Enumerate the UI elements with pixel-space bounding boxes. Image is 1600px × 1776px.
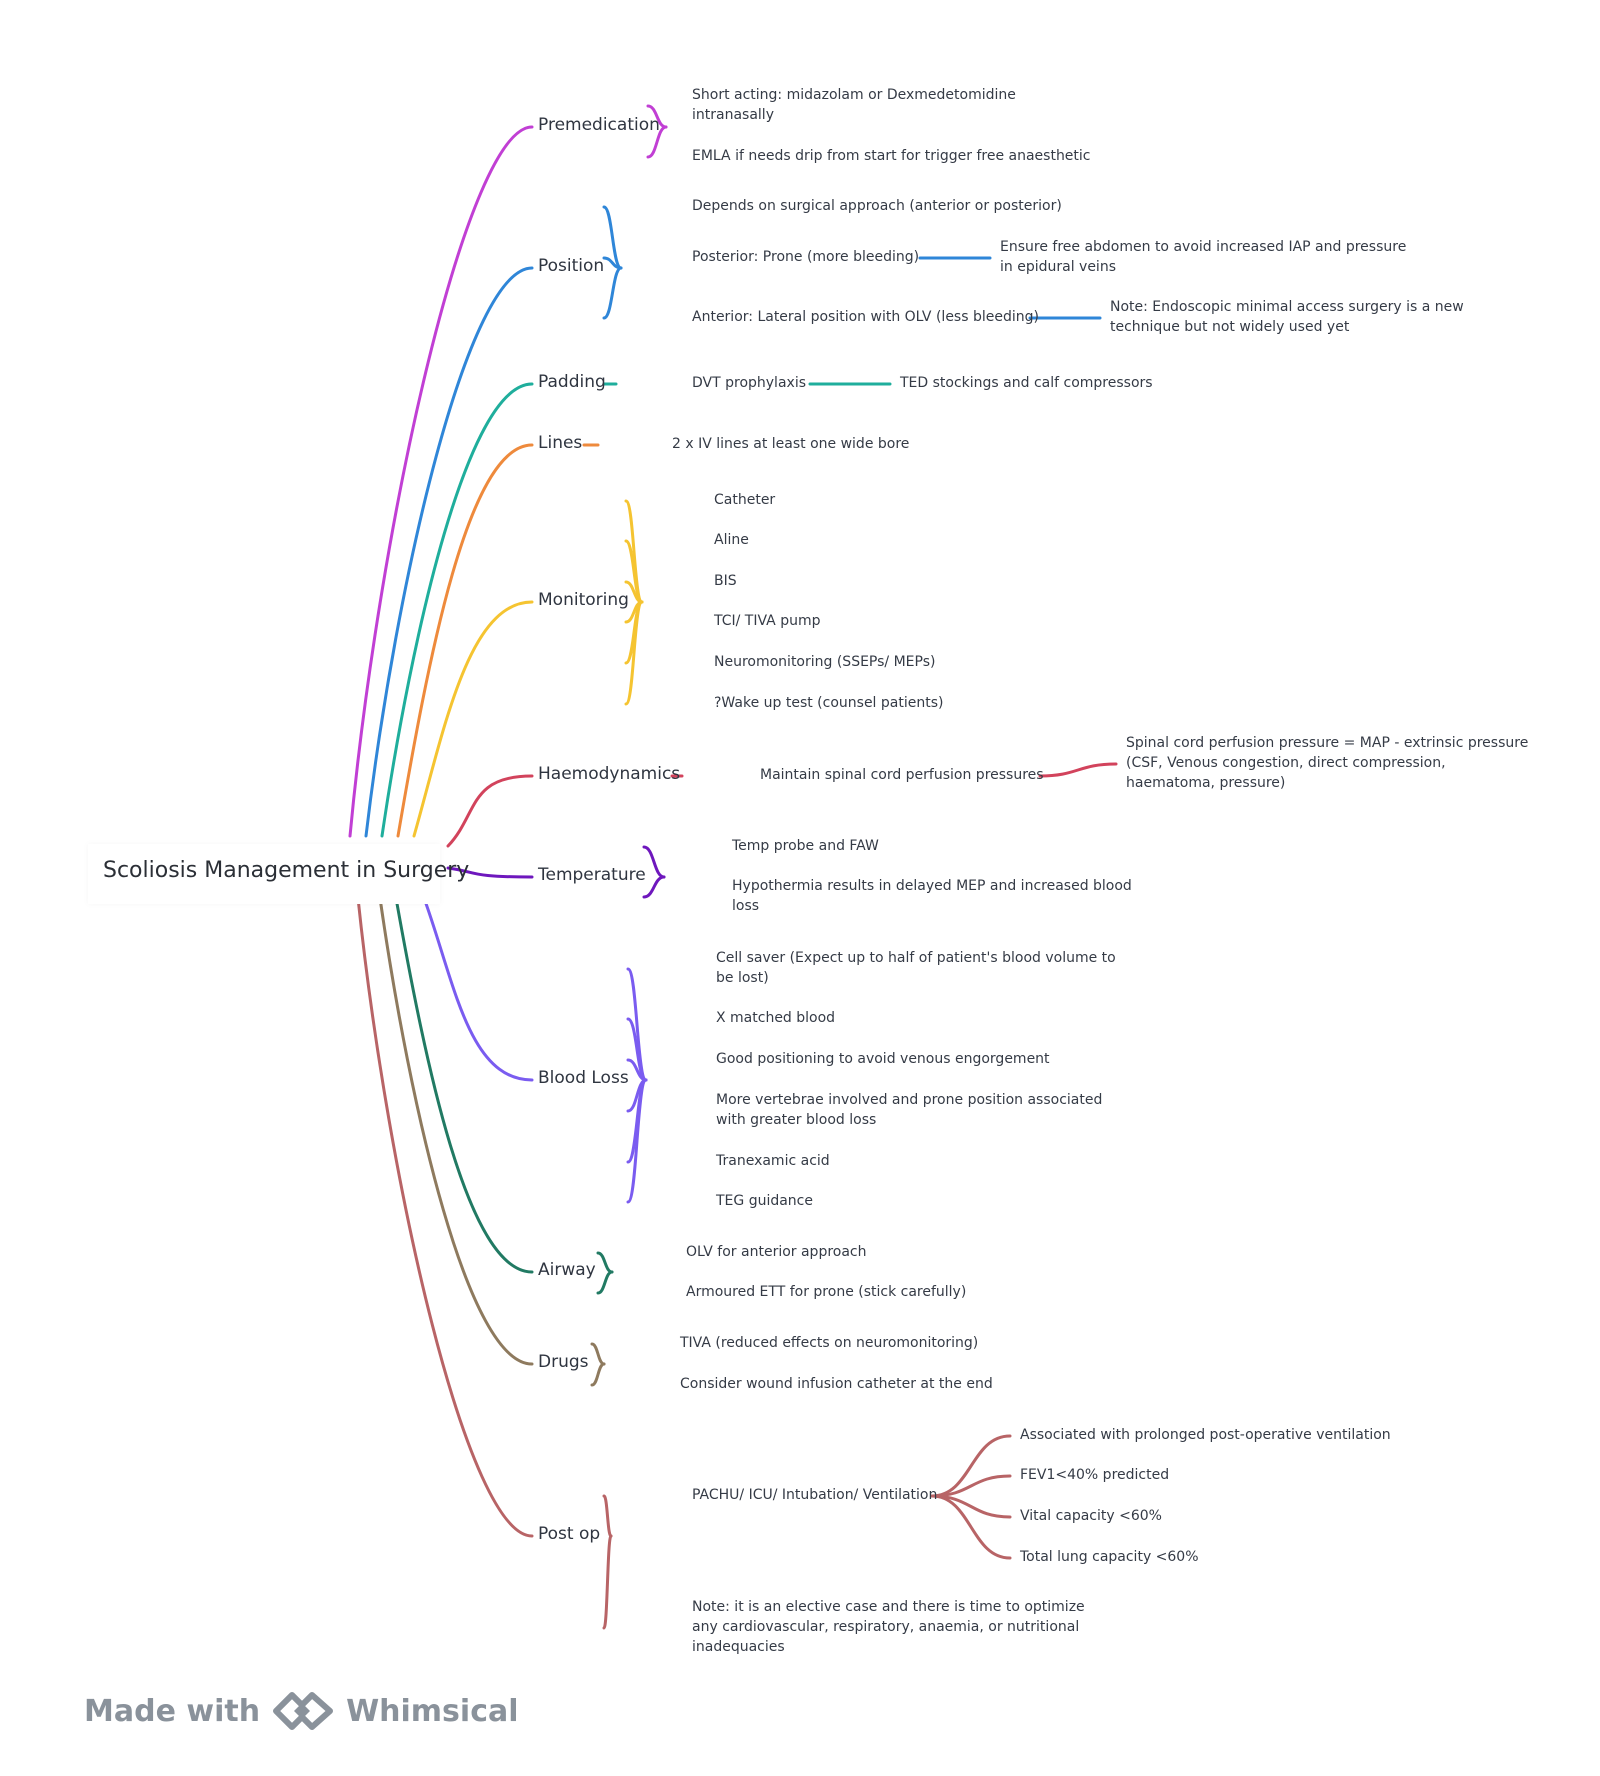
branch-connector-lines [396, 443, 534, 838]
branch-drugs[interactable]: Drugs [538, 1352, 589, 1372]
node-posterior-prone-more-bleeding[interactable]: Posterior: Prone (more bleeding) [692, 249, 920, 265]
node-olv-for-anterior-approach[interactable]: OLV for anterior approach [686, 1244, 867, 1260]
child-connector-temp-probe-and-faw [642, 845, 666, 879]
node-neuromonitoring-sseps-meps[interactable]: Neuromonitoring (SSEPs/ MEPs) [714, 654, 936, 670]
node-tranexamic-acid[interactable]: Tranexamic acid [716, 1153, 830, 1169]
root-node-box[interactable] [88, 844, 440, 904]
grandchild-connector-spinal-cord-perfusion-pressure-map-extri [1038, 762, 1118, 778]
branch-lines[interactable]: Lines [538, 433, 583, 453]
node-pachu-icu-intubation-ventilation[interactable]: PACHU/ ICU/ Intubation/ Ventilation [692, 1487, 938, 1503]
node-short-acting-midazolam-or-dexmedetomidin[interactable]: Short acting: midazolam or Dexmedetomidi… [692, 87, 1016, 123]
node-armoured-ett-for-prone-stick-carefully[interactable]: Armoured ETT for prone (stick carefully) [686, 1284, 967, 1300]
whimsical-brand-text: Whimsical [346, 1693, 519, 1729]
node-note-endoscopic-minimal-access-surgery-i[interactable]: Note: Endoscopic minimal access surgery … [1110, 299, 1464, 335]
child-connector-catheter [624, 499, 644, 604]
node-catheter[interactable]: Catheter [714, 492, 776, 508]
branch-connector-post-op [356, 896, 534, 1538]
root-node[interactable]: Scoliosis Management in Surgery [103, 858, 470, 883]
child-connector-emla-if-needs-drip-from-start-for-trigge [646, 125, 668, 159]
node-emla-if-needs-drip-from-start-for-trigge[interactable]: EMLA if needs drip from start for trigge… [692, 148, 1091, 164]
node-anterior-lateral-position-with-olv-less-[interactable]: Anterior: Lateral position with OLV (les… [692, 309, 1039, 325]
node-hypothermia-results-in-delayed-mep-and-i[interactable]: Hypothermia results in delayed MEP and i… [732, 878, 1132, 914]
node-aline[interactable]: Aline [714, 532, 749, 548]
grandchild-connector-total-lung-capacity-60 [930, 1494, 1012, 1560]
branch-monitoring[interactable]: Monitoring [538, 590, 629, 610]
branch-haemodynamics[interactable]: Haemodynamics [538, 764, 681, 784]
branch-connector-padding [380, 382, 534, 838]
node-2-x-iv-lines-at-least-one-wide-bore[interactable]: 2 x IV lines at least one wide bore [672, 436, 910, 452]
branch-connector-haemodynamics [446, 774, 534, 848]
branch-connector-drugs [378, 896, 534, 1366]
branch-connector-blood-loss [422, 896, 534, 1082]
branch-temperature[interactable]: Temperature [538, 865, 646, 885]
node-temp-probe-and-faw[interactable]: Temp probe and FAW [732, 838, 879, 854]
child-connector-teg-guidance [626, 1078, 648, 1204]
node-note-it-is-an-elective-case-and-there-is[interactable]: Note: it is an elective case and there i… [692, 1599, 1085, 1655]
child-connector-tiva-reduced-effects-on-neuromonitoring [590, 1342, 606, 1366]
node-more-vertebrae-involved-and-prone-positi[interactable]: More vertebrae involved and prone positi… [716, 1092, 1103, 1128]
node-consider-wound-infusion-catheter-at-the-[interactable]: Consider wound infusion catheter at the … [680, 1376, 993, 1392]
node-tci-tiva-pump[interactable]: TCI/ TIVA pump [714, 613, 821, 629]
branch-connector-temperature [446, 866, 534, 879]
node-spinal-cord-perfusion-pressure-map-extri[interactable]: Spinal cord perfusion pressure = MAP - e… [1126, 735, 1529, 791]
node-fev1-40-predicted[interactable]: FEV1<40% predicted [1020, 1467, 1170, 1483]
node-x-matched-blood[interactable]: X matched blood [716, 1010, 836, 1026]
branch-airway[interactable]: Airway [538, 1260, 596, 1280]
branch-position[interactable]: Position [538, 256, 605, 276]
branch-connector-airway [394, 896, 534, 1274]
branch-premedication[interactable]: Premedication [538, 115, 660, 135]
node-dvt-prophylaxis[interactable]: DVT prophylaxis [692, 375, 806, 391]
branch-connector-monitoring [412, 600, 534, 838]
node-vital-capacity-60[interactable]: Vital capacity <60% [1020, 1508, 1162, 1524]
node-teg-guidance[interactable]: TEG guidance [716, 1193, 813, 1209]
child-connector-pachu-icu-intubation-ventilation [602, 1494, 613, 1538]
child-connector-wake-up-test-counsel-patients [624, 600, 644, 706]
branch-blood-loss[interactable]: Blood Loss [538, 1068, 629, 1088]
branch-connector-premedication [348, 125, 534, 838]
node-maintain-spinal-cord-perfusion-pressures[interactable]: Maintain spinal cord perfusion pressures [760, 767, 1044, 783]
branch-post-op[interactable]: Post op [538, 1524, 601, 1544]
child-connector-olv-for-anterior-approach [596, 1251, 614, 1274]
whimsical-watermark[interactable]: Made with Whimsical [84, 1686, 519, 1736]
child-connector-anterior-lateral-position-with-olv-less- [602, 266, 623, 320]
node-ted-stockings-and-calf-compressors[interactable]: TED stockings and calf compressors [900, 375, 1153, 391]
node-cell-saver-expect-up-to-half-of-patient-[interactable]: Cell saver (Expect up to half of patient… [716, 950, 1116, 986]
node-associated-with-prolonged-post-operative[interactable]: Associated with prolonged post-operative… [1020, 1427, 1391, 1443]
node-depends-on-surgical-approach-anterior-or[interactable]: Depends on surgical approach (anterior o… [692, 198, 1062, 214]
child-connector-consider-wound-infusion-catheter-at-the- [590, 1362, 606, 1387]
whimsical-logo-icon [273, 1692, 334, 1730]
node-ensure-free-abdomen-to-avoid-increased-i[interactable]: Ensure free abdomen to avoid increased I… [1000, 239, 1407, 275]
node-tiva-reduced-effects-on-neuromonitoring[interactable]: TIVA (reduced effects on neuromonitoring… [680, 1335, 979, 1351]
grandchild-connector-associated-with-prolonged-post-operative [930, 1434, 1012, 1498]
child-connector-armoured-ett-for-prone-stick-carefully [596, 1270, 614, 1295]
made-with-text: Made with [84, 1693, 261, 1729]
child-connector-note-it-is-an-elective-case-and-there-is [602, 1534, 613, 1630]
branch-padding[interactable]: Padding [538, 372, 606, 392]
node-total-lung-capacity-60[interactable]: Total lung capacity <60% [1020, 1549, 1199, 1565]
node-good-positioning-to-avoid-venous-engorge[interactable]: Good positioning to avoid venous engorge… [716, 1051, 1050, 1067]
node-bis[interactable]: BIS [714, 573, 737, 589]
child-connector-hypothermia-results-in-delayed-mep-and-i [642, 875, 666, 899]
node-wake-up-test-counsel-patients[interactable]: ?Wake up test (counsel patients) [714, 695, 944, 711]
branch-connector-position [364, 266, 534, 838]
